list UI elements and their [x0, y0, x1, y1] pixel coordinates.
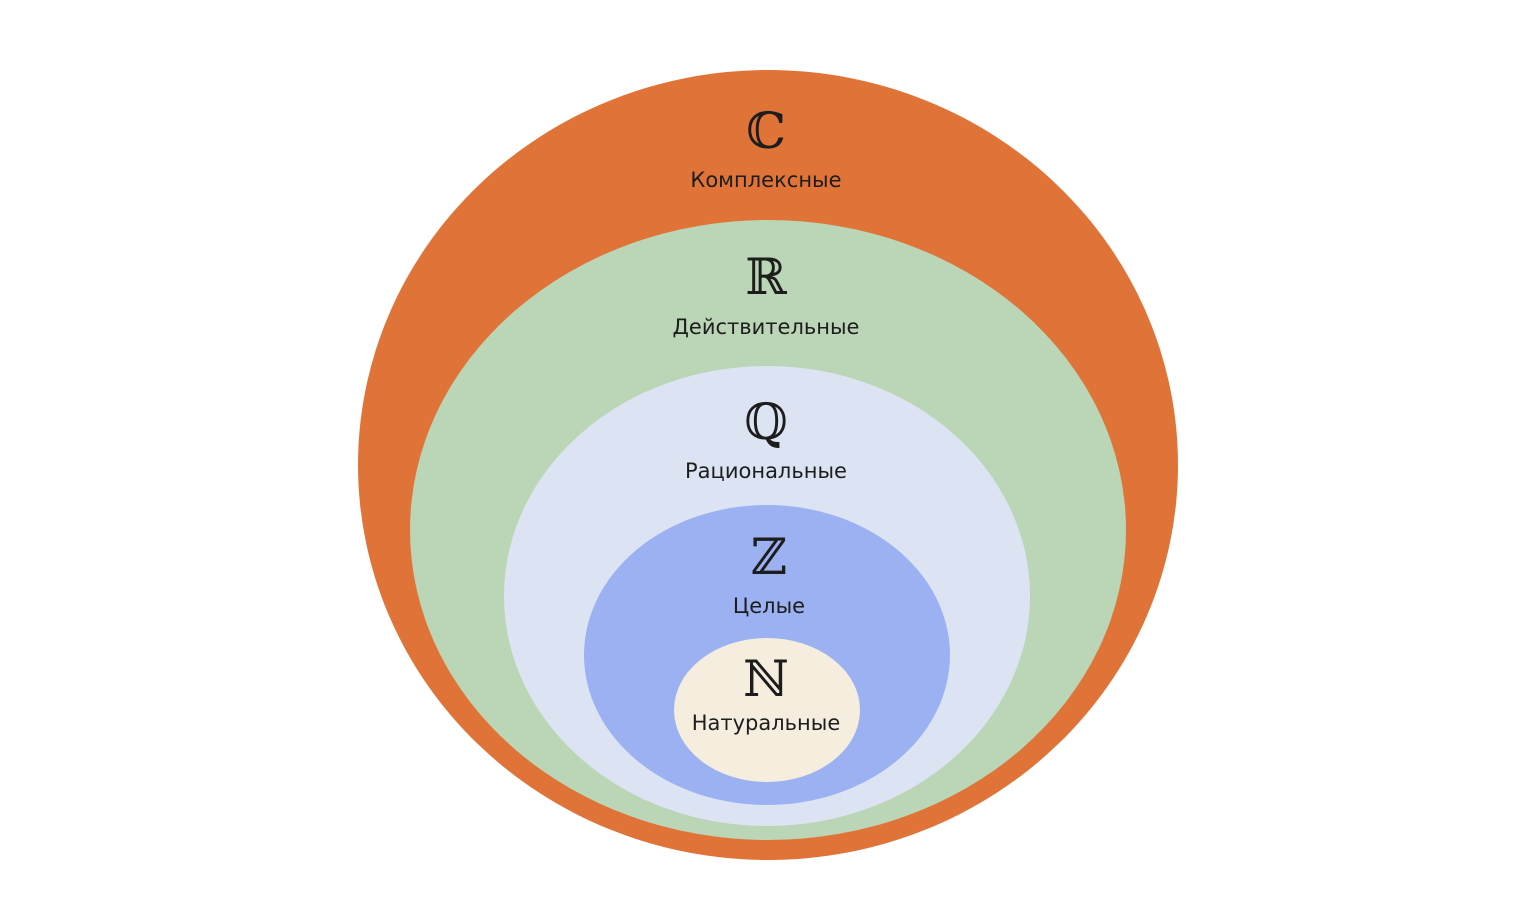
- natural-numbers-ellipse: [674, 638, 860, 782]
- integer-symbol: ℤ: [750, 528, 788, 586]
- integer-label: Целые: [732, 594, 806, 618]
- real-symbol: ℝ: [745, 248, 787, 306]
- rational-label: Рациональные: [685, 459, 847, 483]
- natural-symbol: ℕ: [743, 650, 789, 708]
- rational-symbol: ℚ: [744, 393, 788, 451]
- natural-label: Натуральные: [691, 711, 841, 735]
- complex-label: Комплексные: [690, 168, 842, 192]
- real-label: Действительные: [672, 315, 860, 339]
- complex-symbol: ℂ: [746, 102, 786, 160]
